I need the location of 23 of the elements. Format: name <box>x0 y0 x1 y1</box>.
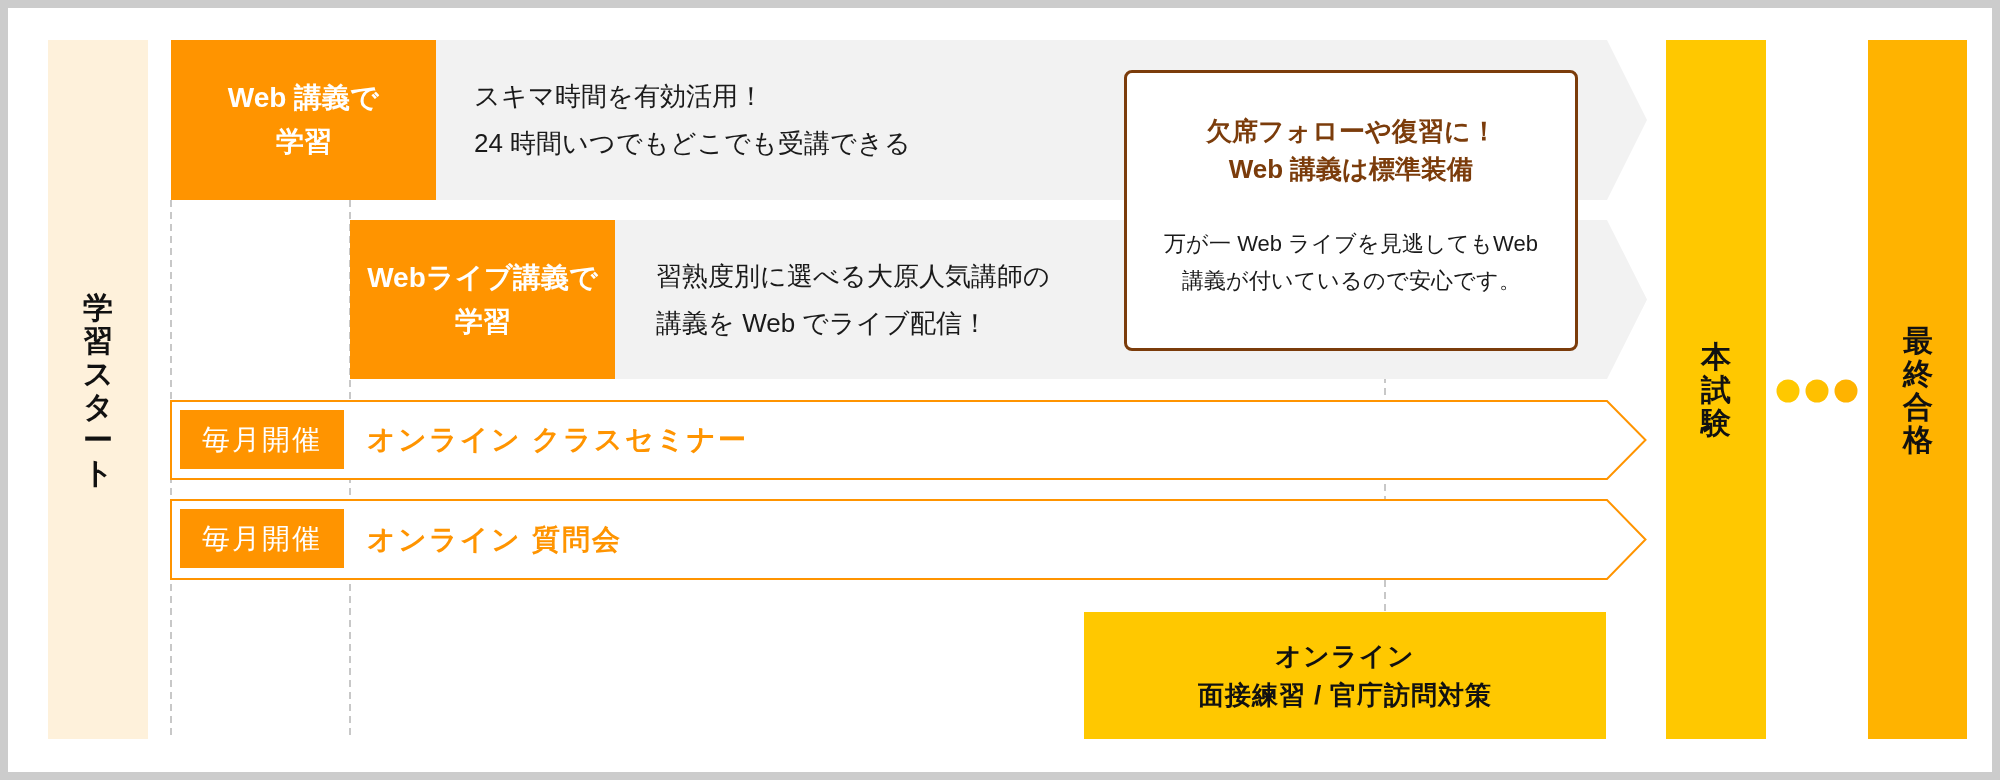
start-bar <box>48 40 148 739</box>
band-title: オンライン クラスセミナー <box>367 423 748 457</box>
band-description: 24 時間いつでもどこでも受講できる <box>474 127 912 160</box>
outline-arrow-band <box>170 499 1647 580</box>
schedule-tag: 毎月開催 <box>180 410 344 469</box>
course-tile: Webライブ講義で学習 <box>350 220 615 379</box>
outline-arrow-band <box>170 400 1647 480</box>
session-title: 面接練習 / 官庁訪問対策 <box>1197 678 1493 712</box>
course-tile: Web 講義で学習 <box>171 40 436 200</box>
stage-label: 本試験 <box>1699 340 1732 439</box>
callout-heading: 欠席フォローや復習に！Web 講義は標準装備 <box>1204 115 1498 186</box>
callout-box <box>1124 70 1578 351</box>
exam-bar <box>1666 40 1766 739</box>
band-title: オンライン 質問会 <box>367 522 622 557</box>
band-description: スキマ時間を有効活用！ <box>474 80 764 113</box>
callout-text: 万が一 Web ライブを見逃してもWeb 講義が付いているので安心です。 <box>1163 230 1539 295</box>
goal-bar <box>1868 40 1967 739</box>
session-box <box>1084 612 1606 739</box>
band-description: 習熟度別に選べる大原人気講師の講義を Web でライブ配信！ <box>656 259 1051 340</box>
stage-label: 最終合格 <box>1901 323 1934 456</box>
session-heading: オンライン <box>1275 639 1415 673</box>
stage-label: 学習スタート <box>81 290 115 489</box>
schedule-tag: 毎月開催 <box>180 509 344 568</box>
